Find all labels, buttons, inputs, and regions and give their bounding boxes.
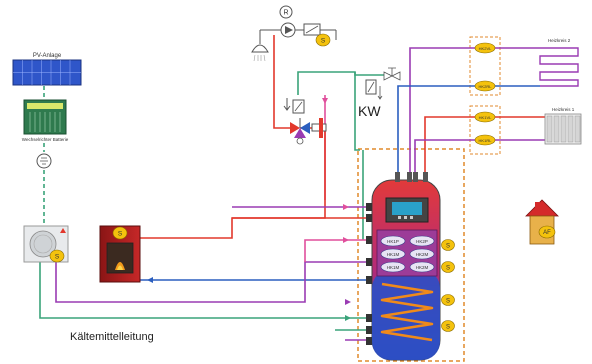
heating-sensor-hk2vl: HK2VL xyxy=(474,42,496,54)
heat-pump-unit xyxy=(23,225,69,263)
pipe-hp-flow xyxy=(55,261,372,303)
sensor-heatpump-label: S xyxy=(55,254,60,261)
recirc-label: R xyxy=(283,10,288,17)
svg-text:HK2P: HK2P xyxy=(416,239,428,244)
svg-text:S: S xyxy=(446,299,450,305)
mixing-valve xyxy=(290,118,310,145)
pipe-stove-flow xyxy=(140,217,372,239)
svg-text:HK1M: HK1M xyxy=(387,252,400,257)
tank-enclosure xyxy=(357,148,465,362)
arrow-stove-mid xyxy=(343,204,349,210)
pipe-hp-return xyxy=(39,262,372,319)
arrow-hp xyxy=(345,299,351,305)
svg-text:HK2RL: HK2RL xyxy=(479,84,493,89)
svg-text:HK2M: HK2M xyxy=(416,252,429,257)
heizkreis1-label: Heizkreis 1 xyxy=(552,107,575,112)
arrow-recirc xyxy=(322,98,328,104)
svg-text:HK1P: HK1P xyxy=(387,239,399,244)
tank-port-6: HK2M xyxy=(409,261,435,273)
sensor-stove: S xyxy=(112,226,128,240)
sensor-stove-label: S xyxy=(118,231,123,238)
heating-sensor-hk1rl: HK1RL xyxy=(474,134,496,146)
inverter-battery xyxy=(23,99,67,135)
thermostat-valve xyxy=(311,118,327,138)
inverter-label: Wechselrichter Batterie xyxy=(22,137,69,142)
tank-coil xyxy=(380,282,434,342)
tank-port-4: HK2M xyxy=(409,248,435,260)
pipe-hk2-return xyxy=(397,85,540,178)
valve-actuator xyxy=(283,98,305,114)
shower-icon xyxy=(251,30,269,62)
svg-text:HK1RL: HK1RL xyxy=(479,138,493,143)
svg-text:HK2VL: HK2VL xyxy=(479,46,492,51)
tank-sensor-4: S xyxy=(441,320,455,332)
heating-sensor-hk1vl: HK1VL xyxy=(474,111,496,123)
svg-text:HK1VL: HK1VL xyxy=(479,115,492,120)
tank-port-3: HK1M xyxy=(380,248,406,260)
tank-sensor-1: S xyxy=(441,239,455,251)
pv-label: PV-Anlage xyxy=(33,53,62,59)
svg-text:S: S xyxy=(446,244,450,250)
tank-port-5: HK1M xyxy=(380,261,406,273)
pipe-hk1-flow xyxy=(424,116,545,178)
pipe-mix-red xyxy=(232,127,326,219)
radiator-icon xyxy=(544,113,582,145)
arrow-hp-red xyxy=(343,237,349,243)
pipe-hk2-flow xyxy=(409,47,540,178)
kaeltemittel-label: Kältemittelleitung xyxy=(70,331,154,343)
kw-label: KW xyxy=(358,103,381,119)
hk1-sensor-box xyxy=(469,105,501,155)
sensor-pump: S xyxy=(315,33,331,47)
outdoor-sensor-house-icon xyxy=(525,199,559,245)
recirc-pump-icon: R xyxy=(279,5,296,38)
sensor-pump-label: S xyxy=(321,38,326,45)
tank-sensor-2: S xyxy=(441,261,455,273)
power-meter-icon xyxy=(36,153,52,169)
flow-arrows xyxy=(147,98,351,321)
arrow-stove-return xyxy=(147,277,153,283)
svg-text:S: S xyxy=(446,325,450,331)
pipe-hk1-return xyxy=(414,139,545,178)
pipe-network xyxy=(39,35,545,341)
heizkreis2-label: Heizkreis 2 xyxy=(548,38,571,43)
tank-port-2: HK2P xyxy=(409,235,435,247)
af-label: AF xyxy=(543,230,551,236)
arrow-hp-return xyxy=(345,315,351,321)
pipe-dhw-cold xyxy=(354,72,360,151)
svg-text:HK2M: HK2M xyxy=(416,265,429,270)
tank-controller xyxy=(385,197,429,223)
kw-valve xyxy=(365,67,401,100)
pipe-recirc-red xyxy=(273,35,290,129)
svg-text:S: S xyxy=(446,266,450,272)
tank-sensor-3: S xyxy=(441,294,455,306)
pipe-hp-red xyxy=(304,239,372,262)
heating-sensor-hk2rl: HK2RL xyxy=(474,80,496,92)
hk2-sensor-box xyxy=(469,36,501,96)
pv-panel xyxy=(12,59,82,86)
tank-port-1: HK1P xyxy=(380,235,406,247)
floor-heating-coil xyxy=(539,47,579,87)
svg-text:HK1M: HK1M xyxy=(387,265,400,270)
sensor-heatpump: S xyxy=(49,249,65,263)
